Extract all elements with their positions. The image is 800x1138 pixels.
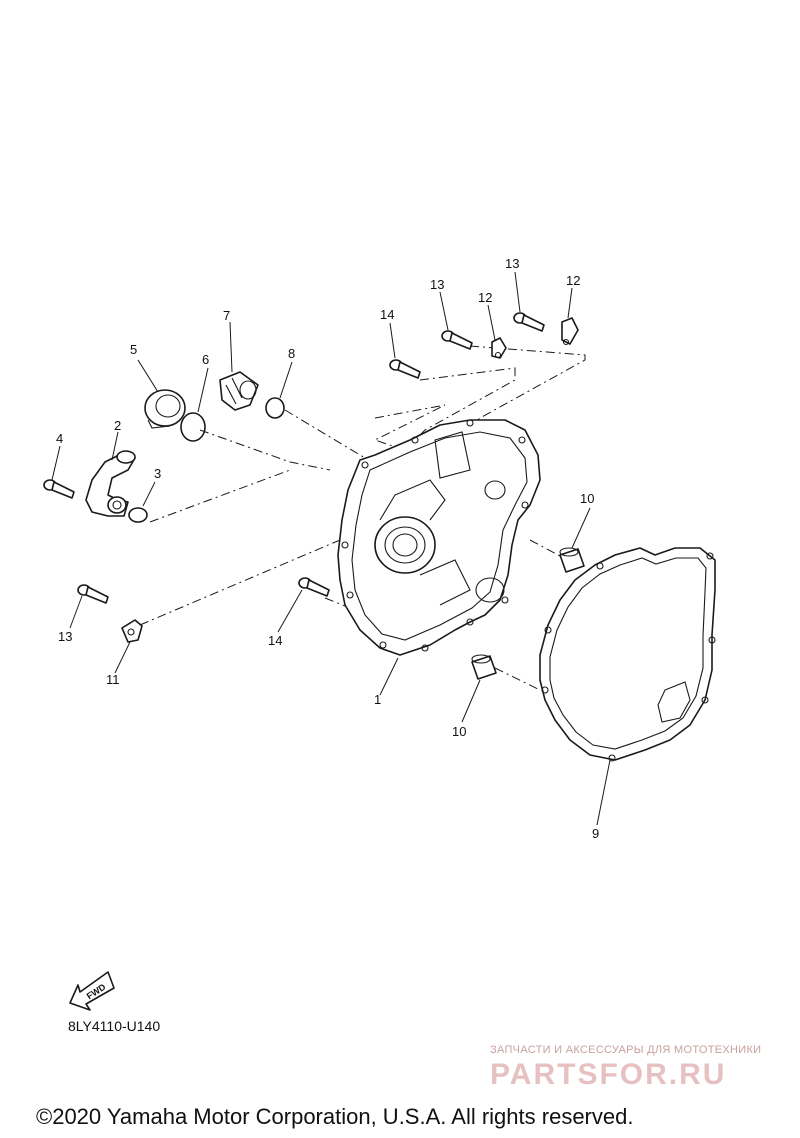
oil-seal: [144, 389, 186, 429]
callout-6: 6: [202, 352, 209, 367]
diagram-code: 8LY4110-U140: [68, 1018, 161, 1034]
callout-11: 11: [106, 672, 120, 687]
crankcase-cover: [337, 419, 541, 656]
bolt-4: [43, 479, 75, 499]
callout-12-right: 12: [566, 273, 580, 288]
o-ring-small: [128, 507, 148, 523]
callout-10-lower: 10: [452, 724, 466, 739]
leader-lines: [51, 271, 611, 826]
callout-14-top: 14: [380, 307, 394, 322]
bolt-14a: [389, 359, 421, 379]
copyright-notice: ©2020 Yamaha Motor Corporation, U.S.A. A…: [36, 1104, 634, 1129]
hose-clamp-12b: [561, 317, 579, 346]
callout-10-upper: 10: [580, 491, 594, 506]
o-ring-8: [265, 397, 285, 419]
callout-8: 8: [288, 346, 295, 361]
bolt-13c: [77, 584, 109, 604]
callout-1: 1: [374, 692, 381, 707]
callout-5: 5: [130, 342, 137, 357]
callout-13-top: 13: [505, 256, 519, 271]
callout-3: 3: [154, 466, 161, 481]
callout-9: 9: [592, 826, 599, 841]
fwd-arrow: FWD: [69, 971, 115, 1011]
callout-7: 7: [223, 308, 230, 323]
pipe-elbow: [85, 450, 136, 517]
dowel-pin-lower: [471, 654, 497, 680]
plug: [219, 371, 259, 411]
callout-12-left: 12: [478, 290, 492, 305]
callout-13-mid: 13: [430, 277, 444, 292]
callout-2: 2: [114, 418, 121, 433]
bolt-13a: [441, 330, 473, 350]
o-ring-large: [180, 412, 206, 442]
callout-numbers: 1 2 3 4 5 6 7 8 9 10 10 11 12 12 13 13 1…: [56, 256, 599, 841]
cover-gasket: [539, 547, 716, 762]
hose-clamp-12a: [491, 337, 507, 359]
hose-clamp: [121, 619, 143, 643]
dowel-pin-upper: [559, 547, 585, 573]
callout-4: 4: [56, 431, 63, 446]
watermark-logo: PARTSFOR.RU: [490, 1058, 727, 1091]
bolt-13b: [513, 312, 545, 332]
bolt-14b: [298, 577, 330, 597]
callout-13-left: 13: [58, 629, 72, 644]
callout-14-lower: 14: [268, 633, 282, 648]
watermark-tagline: ЗАПЧАСТИ И АКСЕССУАРЫ ДЛЯ МОТОТЕХНИКИ: [490, 1044, 762, 1056]
